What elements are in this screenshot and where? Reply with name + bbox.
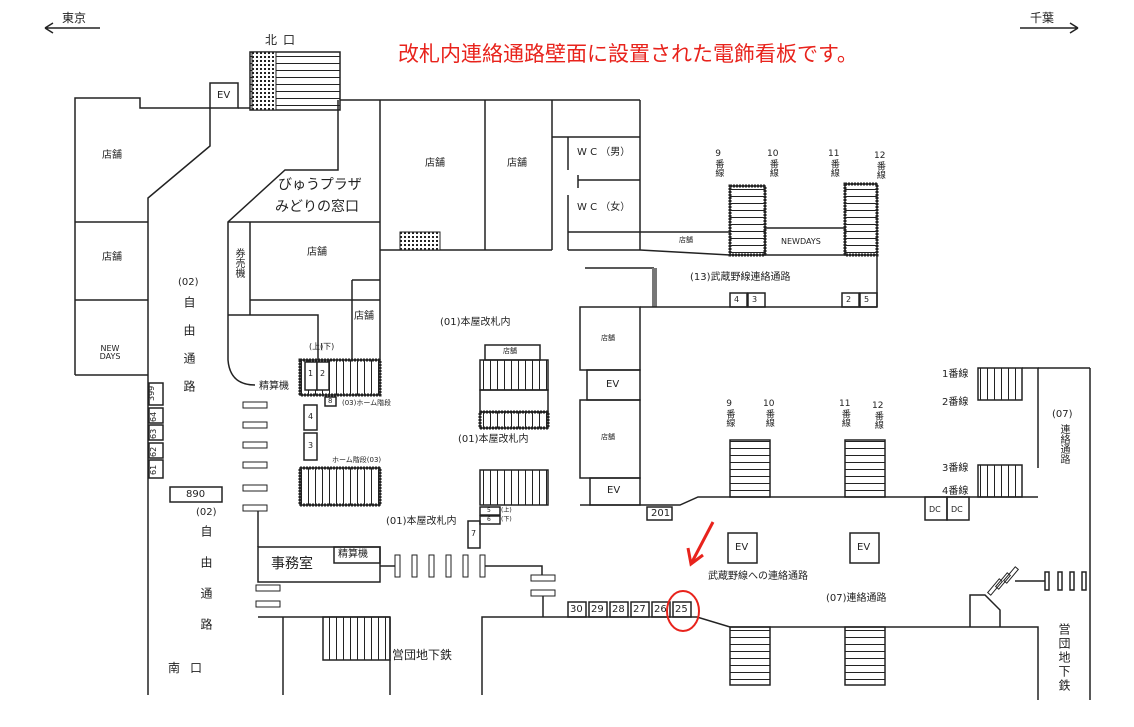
- home-stairs-label: ホーム階段(03): [332, 456, 382, 464]
- ev-label: EV: [606, 379, 620, 390]
- track-3-label: 3番線: [942, 463, 969, 474]
- arrow-chiba-icon: [1020, 22, 1079, 34]
- stair-box-number: 1: [308, 369, 314, 378]
- honya-gate-label: (01)本屋改札内: [458, 434, 529, 445]
- down-label: (下): [501, 516, 512, 523]
- sign-box-number: 61: [149, 464, 158, 475]
- free-passage-label: 自由通路: [199, 525, 213, 649]
- headline: 改札内連絡通路壁面に設置された電飾看板です。: [398, 42, 858, 66]
- south-exit-label: 南口: [168, 661, 213, 675]
- arrow-tokyo-icon: [44, 22, 100, 34]
- stair-box-number: 6: [487, 516, 491, 523]
- ev-label: EV: [735, 542, 749, 553]
- ev-label: EV: [857, 542, 871, 553]
- shop-label: 店舗: [601, 433, 615, 441]
- sign-box-number: 27: [633, 604, 646, 615]
- passage07-label: (07)連絡通路: [826, 593, 887, 604]
- stair-box-number: 5: [487, 507, 491, 514]
- stair-box-number: 2: [320, 369, 326, 378]
- home-stairs-label: (03)ホーム階段: [342, 399, 392, 407]
- track-1-label: 1番線: [942, 369, 969, 380]
- sign-box-number: 890: [186, 489, 206, 500]
- sign-box-number: 26: [654, 604, 667, 615]
- honya-gate-label: (01)本屋改札内: [440, 317, 511, 328]
- passage07-vertical-label: 連絡通路: [1058, 424, 1069, 464]
- ev-label: EV: [217, 90, 231, 101]
- shop-label: 店舗: [679, 236, 693, 244]
- shop-label: 店舗: [102, 150, 122, 161]
- dc-label: DC: [951, 505, 963, 514]
- stair-box-number: 3: [308, 441, 314, 450]
- sign-box-number: 201: [651, 508, 671, 519]
- subway-label: 営団地下鉄: [1057, 623, 1071, 693]
- north-exit-label: 北口: [265, 33, 302, 47]
- fare-adjust-machine-label: 精算機: [338, 549, 368, 560]
- red-arrow-icon: [690, 521, 715, 563]
- sign-box-number: 28: [612, 604, 625, 615]
- shop-label: 店舗: [102, 252, 122, 263]
- free-passage-number: (02): [178, 277, 199, 288]
- honya-gate-label: (01)本屋改札内: [386, 516, 457, 527]
- stair-box-number: 7: [471, 529, 477, 538]
- to-musashino-label: 武蔵野線への連絡通路: [708, 571, 808, 582]
- sign-box-number: 29: [591, 604, 604, 615]
- highlighted-sign-box-number: 25: [675, 604, 688, 615]
- up-label: (上): [501, 507, 512, 514]
- shop-label: 店舗: [425, 158, 445, 169]
- track-4-label: 4番線: [942, 486, 969, 497]
- office-label: 事務室: [271, 556, 313, 572]
- direction-tokyo: 東京: [62, 11, 87, 25]
- sign-box-number: 5: [864, 295, 870, 304]
- shop-label: 店舗: [507, 158, 527, 169]
- down-label: (下): [320, 342, 335, 351]
- ev-label: EV: [607, 485, 621, 496]
- track-2-label: 2番線: [942, 397, 969, 408]
- musashino-passage-label: (13)武蔵野線連絡通路: [690, 272, 791, 283]
- free-passage-number: (02): [196, 507, 217, 518]
- wc-women-label: W C （女）: [577, 202, 631, 213]
- sign-box-number: 63: [149, 428, 158, 439]
- shop-label: 店舗: [601, 334, 615, 342]
- red-circle-highlight-icon: [666, 590, 700, 632]
- subway-label: 営団地下鉄: [392, 648, 453, 662]
- newdays-left-label: NEW DAYS: [99, 344, 121, 361]
- stair-box-number: 4: [308, 412, 314, 421]
- sign-box-number: 399: [147, 385, 156, 401]
- sign-box-number: 64: [149, 411, 158, 422]
- passage07-number: (07): [1052, 409, 1073, 420]
- shop-label: 店舗: [354, 311, 374, 322]
- direction-chiba: 千葉: [1030, 11, 1055, 25]
- ticket-machine-label: 券売機: [233, 248, 244, 278]
- sign-box-number: 62: [149, 446, 158, 457]
- stair-box-number: 8: [328, 397, 333, 405]
- sign-box-number: 2: [846, 295, 852, 304]
- shop-label: 店舗: [307, 247, 327, 258]
- midori-window-label: みどりの窓口: [275, 199, 359, 215]
- sign-box-number: 3: [752, 295, 758, 304]
- dc-label: DC: [929, 505, 941, 514]
- fare-adjust-machine-label: 精算機: [259, 381, 289, 392]
- free-passage-label: 自由通路: [182, 296, 196, 408]
- sign-box-number: 30: [570, 604, 583, 615]
- view-plaza-label: びゅうプラザ: [278, 177, 362, 193]
- sign-box-number: 4: [734, 295, 740, 304]
- up-label: (上): [309, 342, 324, 351]
- shop-label: 店舗: [503, 347, 517, 355]
- wc-men-label: W C （男）: [577, 147, 631, 158]
- newdays-label: NEWDAYS: [781, 237, 821, 246]
